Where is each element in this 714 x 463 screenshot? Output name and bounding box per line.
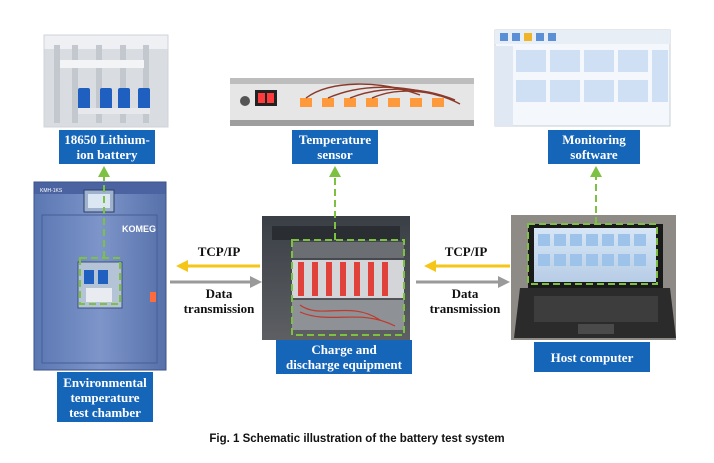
battery-photo <box>43 34 169 128</box>
left-data-label-line-1: Data <box>205 286 233 301</box>
arrowhead-monitoring <box>590 166 602 177</box>
right-data-label-line-2: transmission <box>429 301 501 316</box>
right-data-arrowhead <box>498 276 510 288</box>
left-data-label: Data transmission <box>176 286 262 316</box>
battery-label: 18650 Lithium- ion battery <box>59 130 155 164</box>
left-data-arrowhead <box>250 276 262 288</box>
chamber-label-line-3: test chamber <box>69 404 141 420</box>
arrowhead-battery <box>98 166 110 177</box>
right-data-label-line-1: Data <box>451 286 479 301</box>
host-computer-photo <box>511 215 676 340</box>
figure-caption: Fig. 1 Schematic illustration of the bat… <box>209 433 505 445</box>
left-tcp-arrowhead <box>176 260 188 272</box>
monitoring-label-line-1: Monitoring <box>562 132 626 147</box>
battery-label-line-2: ion battery <box>76 147 138 162</box>
right-data-label: Data transmission <box>420 286 510 316</box>
monitoring-label: Monitoring software <box>548 130 640 164</box>
chamber-label-line-1: Environmental <box>63 374 147 390</box>
host-label-line-1: Host computer <box>550 349 634 365</box>
left-arrows <box>170 260 262 288</box>
chamber-label-line-2: temperature <box>70 389 140 405</box>
right-tcp-arrowhead <box>424 260 436 272</box>
monitoring-label-line-2: software <box>570 147 618 162</box>
computer-highlight-box <box>527 223 658 285</box>
temp-sensor-label-line-1: Temperature <box>298 132 372 147</box>
temperature-sensor-photo <box>230 78 474 126</box>
chamber-photo <box>33 181 167 371</box>
charge-equipment-photo <box>262 216 410 340</box>
chamber-label: Environmental temperature test chamber <box>57 372 153 422</box>
host-computer-label: Host computer <box>534 342 650 372</box>
chamber-model-text: KMH-1KS <box>40 188 63 194</box>
chamber-brand-text: KOMEG <box>122 224 156 234</box>
charge-label-line-2: discharge equipment <box>286 357 402 372</box>
arrowhead-temp-sensor <box>329 166 341 177</box>
highlight-boxes <box>79 223 658 336</box>
monitoring-software-photo <box>494 29 671 127</box>
left-data-label-line-2: transmission <box>183 301 255 316</box>
vertical-connectors <box>103 174 597 258</box>
right-arrows <box>416 260 510 288</box>
battery-label-line-1: 18650 Lithium- <box>64 132 150 147</box>
charge-label-line-1: Charge and <box>311 342 377 357</box>
right-tcp-label: TCP/IP <box>444 244 488 259</box>
chamber-highlight-box <box>79 257 121 305</box>
equipment-highlight-box <box>291 239 405 336</box>
charge-equipment-label: Charge and discharge equipment <box>276 340 412 374</box>
left-tcp-label: TCP/IP <box>197 244 241 259</box>
temp-sensor-label: Temperature sensor <box>292 130 378 164</box>
temp-sensor-label-line-2: sensor <box>317 147 353 162</box>
